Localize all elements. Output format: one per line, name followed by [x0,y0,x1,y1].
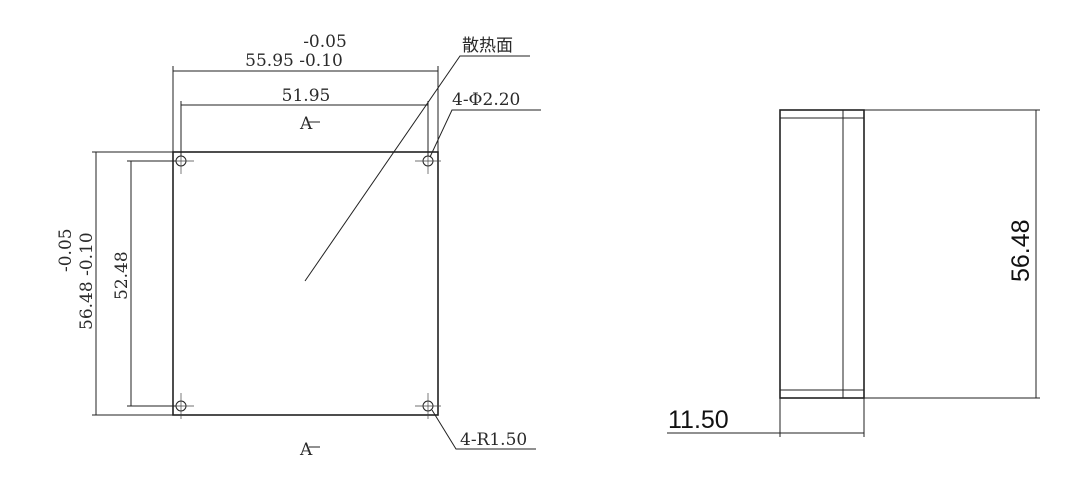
width-label: 55.95 -0.10 [245,51,343,71]
hole-callout: 4-Φ2.20 [452,90,520,110]
side-view: 56.48 11.50 [667,109,1040,437]
corner-callout: 4-R1.50 [460,430,527,450]
hole-spacing-y-label: 52.48 [112,251,132,300]
hole-spacing-x-label: 51.95 [282,86,331,106]
mounting-holes [168,148,441,419]
width-dimension-line [172,66,439,152]
height-tolerance-upper: -0.05 [56,228,76,272]
heat-surface-leader [304,55,530,282]
corner-callout-leader [431,409,536,450]
heat-surface-label: 散热面 [462,36,513,56]
height-dimension-line [92,151,173,416]
thickness-dimension-line [667,398,865,437]
section-mark-bottom: A [299,440,313,460]
hole-callout-leader [429,109,541,158]
hole-spacing-y-line [127,160,176,407]
plate-outline [172,151,439,416]
side-height-dimension-line [864,109,1040,399]
side-outline [779,109,865,399]
thickness-label: 11.50 [668,406,729,434]
side-height-label: 56.48 [1007,219,1035,282]
side-inner-lines [780,110,864,398]
height-label: 56.48 -0.10 [77,232,97,330]
hole [415,393,441,419]
section-mark-top: A [299,114,313,134]
front-view: -0.05 55.95 -0.10 51.95 A A 散热面 4-Φ2.20 … [56,32,541,460]
width-tolerance-upper: -0.05 [303,32,347,52]
hole-spacing-x-line [180,101,429,156]
